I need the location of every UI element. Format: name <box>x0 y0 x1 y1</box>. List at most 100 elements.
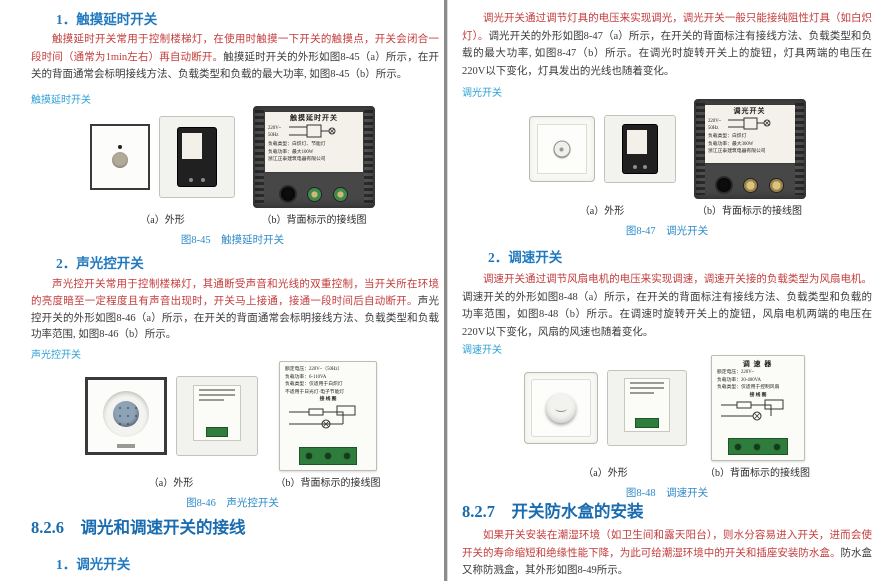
label-text-bar <box>198 388 235 391</box>
load-type-text: 负载类型：白炽灯、节能灯 <box>268 141 326 147</box>
paragraph-waterproof-red: 如果开关安装在潮湿环境（如卫生间和露天阳台），则水分容易进入开关，进而会使开关的… <box>462 530 872 559</box>
wiring-label-title: 调光开关 <box>733 107 766 115</box>
switch-module <box>622 125 657 173</box>
wiring-label: 调光开关 220V~ 50Hz <box>704 105 795 163</box>
figure-8-45-caption: 图8-45 触摸延时开关 <box>180 235 285 246</box>
load-type-text: 负载类型：仅适用于白炽灯 <box>285 381 343 387</box>
dimmer-switch-wiring-photo: 调光开关 220V~ 50Hz <box>693 99 806 199</box>
touch-switch-front-photo <box>90 124 150 190</box>
load-power-text: 负载功率：最大300W <box>707 141 753 147</box>
label-text-bar <box>630 387 664 390</box>
figure-8-46-group-b: 额定电压：220V~（50Hz） 负载功率：6-110VA 负载类型：仅适用于白… <box>276 361 381 489</box>
figure-8-47-caption: 图8-47 调光开关 <box>625 226 709 237</box>
figure-8-47-label-b: （b）背面标示的接线图 <box>697 206 802 217</box>
terminal-dot <box>632 165 637 169</box>
led-indicator-dot <box>118 144 122 149</box>
figure-8-45-group-b: 触摸延时开关 220V~ 50Hz <box>253 106 375 226</box>
subheading-dimmer-switch: 1．调光开关 <box>56 557 131 572</box>
terminal-screw <box>308 187 321 201</box>
figure-8-45-group-a: （a）外形 <box>90 106 235 226</box>
paragraph-sound-light-red: 声光控开关常用于控制楼梯灯，其通断受声音和光线的双重控制，当开关所在环境的亮度暗… <box>31 279 439 307</box>
paragraph-touch-delay-red: 触摸延时开关常用于控制楼梯灯，在使用时触摸一下开关的触摸点，开关会闭合一段时间（… <box>31 34 439 63</box>
terminal-screw <box>334 187 347 201</box>
dimmer-switch-front-photo <box>528 116 595 182</box>
figure-8-48-group-a: （a）外形 <box>524 355 687 479</box>
subheading-touch-delay-switch: 1．触摸延时开关 <box>56 12 158 27</box>
wiring-label: 触摸延时开关 220V~ 50Hz <box>265 112 363 172</box>
load-power-text: 负载功率：最大100W <box>268 149 314 155</box>
knob-shaft <box>716 178 731 192</box>
rated-voltage-text: 额定电压：220V~ <box>716 369 754 375</box>
switch-module <box>178 128 216 186</box>
terminal-dot <box>200 178 205 182</box>
speed-switch-back-photo <box>607 370 687 446</box>
sound-light-switch-back-photo <box>175 376 258 456</box>
terminal-dot <box>189 178 194 182</box>
terminal-screw <box>342 452 351 460</box>
module-spec-label <box>626 130 647 154</box>
load-type-text2: 不适用于日光灯·电子节能灯 <box>285 389 345 395</box>
voltage-text: 220V~ <box>707 118 721 123</box>
paragraph-touch-delay-black: 触摸延时开关的外形如图8-45（a）所示，在开关的背面通常会标明接线方法、负载类… <box>31 51 439 81</box>
label-text-bar <box>198 398 224 401</box>
light-sensor-knob <box>281 187 295 201</box>
paragraph-sound-light-black: 声光控开关的外形如图8-46（a）所示，在开关的背面通常会标明接线方法、负载类型… <box>31 295 440 341</box>
wiring-diagram <box>728 117 771 130</box>
terminal-screw <box>734 442 743 451</box>
figure-8-46-label-b: （b）背面标示的接线图 <box>275 478 381 489</box>
paragraph-waterproof-box: 如果开关安装在潮湿环境（如卫生间和露天阳台），则水分容易进入开关，进而会使开关的… <box>462 527 872 580</box>
figure-8-47-group-b: 调光开关 220V~ 50Hz <box>693 99 806 217</box>
manufacturer-text: 浙江正泰建筑电器有限公司 <box>268 156 326 162</box>
terminal-screw <box>743 178 757 192</box>
page-divider <box>444 0 448 581</box>
speed-knob <box>546 393 576 423</box>
terminal-block <box>727 438 788 455</box>
wiring-diagram <box>720 399 783 421</box>
section-heading-8-2-7: 8.2.7 开关防水盒的安装 <box>462 502 644 521</box>
label-text-bar <box>198 393 235 396</box>
paragraph-sound-light: 声光控开关常用于控制楼梯灯，其通断受声音和光线的双重控制，当开关所在环境的亮度暗… <box>31 277 439 344</box>
module-spec-label <box>182 133 202 159</box>
figure-8-46-caption: 图8-46 声光控开关 <box>186 498 279 509</box>
figure-8-47-group-a: （a）外形 <box>528 99 676 217</box>
speed-switch-front-photo <box>524 372 598 444</box>
paragraph-dimmer-red: 调光开关通过调节灯具的电压来实现调光，调光开关一般只能接纯阻性灯具（如白炽灯）。 <box>462 13 872 42</box>
figure-8-46-group-a: （a）外形 <box>84 361 258 489</box>
terminal-screw <box>753 442 762 451</box>
manufacturer-text: 浙江正泰建筑电器有限公司 <box>707 148 766 154</box>
index-tag-dimmer: 调光开关 <box>462 88 502 99</box>
touch-switch-wiring-photo: 触摸延时开关 220V~ 50Hz <box>253 106 375 208</box>
sound-light-switch-front-photo <box>84 377 167 455</box>
figure-8-48-label-a: （a）外形 <box>583 468 628 479</box>
terminal-dot <box>642 165 647 169</box>
sound-light-switch-wiring-photo: 额定电压：220V~（50Hz） 负载功率：6-110VA 负载类型：仅适用于白… <box>279 361 377 471</box>
touch-button-circle <box>112 152 128 169</box>
terminal-screw <box>323 452 332 460</box>
wiring-title-text: 接 线 图 <box>749 392 766 398</box>
figure-8-48: （a）外形 调 速 器 额定电压：220V~ 负载功率：20-400VA 负载类… <box>462 355 872 500</box>
speaker-ring <box>102 390 149 437</box>
paragraph-speed: 调速开关通过调节风扇电机的电压来实现调速，调速开关接的负载类型为风扇电机。调速开… <box>462 271 872 341</box>
paragraph-dimmer-black: 调光开关的外形如图8-47（a）所示，在开关的背面标注有接线方法、负载类型和负载… <box>462 30 873 77</box>
figure-8-45-label-b: （b）背面标示的接线图 <box>261 215 367 226</box>
page-right: 调光开关通过调节灯具的电压来实现调光，调光开关一般只能接纯阻性灯具（如白炽灯）。… <box>448 0 893 581</box>
label-text-bar <box>630 392 655 395</box>
wiring-label-title: 触摸延时开关 <box>290 114 338 122</box>
load-type-text: 负载类型：仅适用于控制风扇 <box>716 384 779 390</box>
index-tag-sound-light: 声光控开关 <box>31 350 81 361</box>
frequency-text: 50Hz <box>268 132 279 138</box>
figure-8-48-group-b: 调 速 器 额定电压：220V~ 负载功率：20-400VA 负载类型：仅适用于… <box>705 355 810 479</box>
terminal-screw <box>305 452 314 460</box>
terminal-block <box>299 447 357 465</box>
terminal-strip <box>205 426 228 437</box>
terminal-strip <box>635 418 659 429</box>
index-tag-touch-delay: 触摸延时开关 <box>31 95 91 106</box>
rated-voltage-text: 额定电压：220V~（50Hz） <box>285 366 343 372</box>
speed-switch-wiring-photo: 调 速 器 额定电压：220V~ 负载功率：20-400VA 负载类型：仅适用于… <box>710 355 805 461</box>
wiring-title-text: 接 线 图 <box>319 396 337 402</box>
figure-8-48-caption: 图8-48 调速开关 <box>625 488 709 499</box>
figure-8-47-label-a: （a）外形 <box>579 206 625 217</box>
switch-module <box>624 378 670 433</box>
wiring-label-title: 调 速 器 <box>742 360 773 368</box>
section-heading-8-2-6: 8.2.6 调光和调速开关的接线 <box>31 518 246 537</box>
